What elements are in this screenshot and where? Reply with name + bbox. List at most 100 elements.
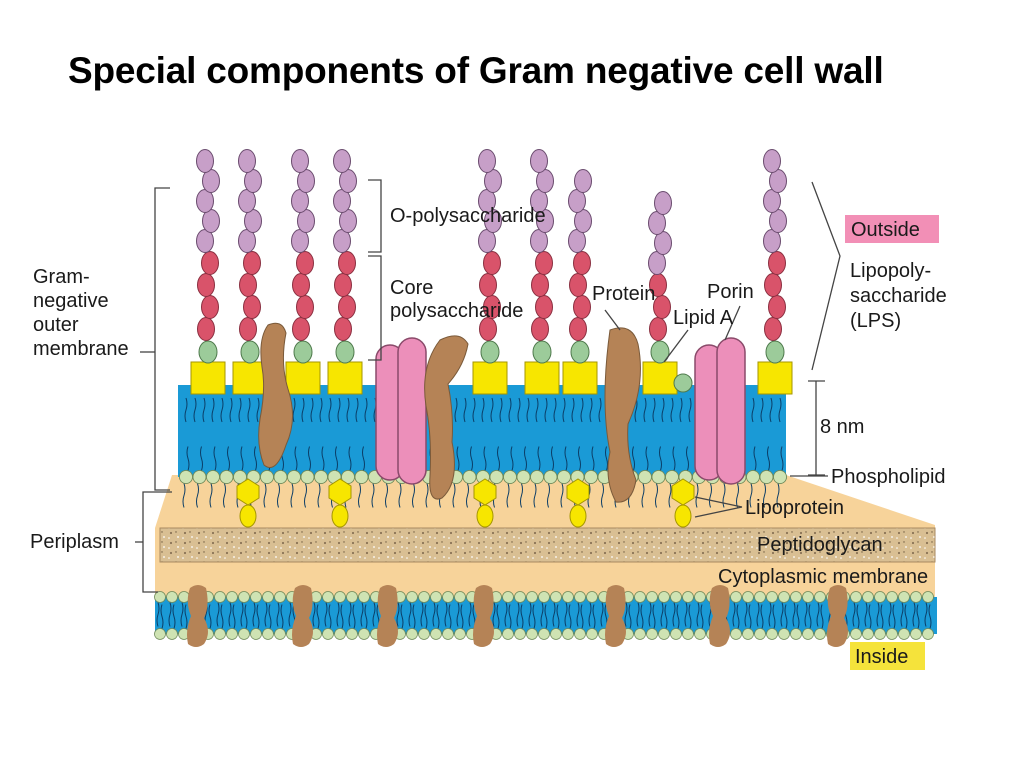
lipid-tail xyxy=(196,483,199,508)
lipid-tail xyxy=(820,604,824,629)
lps-molecule xyxy=(524,149,560,395)
lps-molecule xyxy=(472,149,508,395)
o-polysaccharide-bead xyxy=(196,149,214,173)
lipoprotein xyxy=(473,478,497,528)
lipid-tail xyxy=(655,483,658,508)
label-periplasm: Periplasm xyxy=(30,531,119,553)
phospholipid-head xyxy=(262,591,274,603)
phospholipid-head xyxy=(802,591,814,603)
o-polysaccharide-bead xyxy=(238,149,256,173)
lipid-tail xyxy=(520,604,524,629)
lipid-tail xyxy=(748,604,752,629)
phospholipid-head xyxy=(514,591,526,603)
lipid-tail xyxy=(916,604,920,629)
lipid-tail xyxy=(209,483,213,508)
phospholipid-head xyxy=(557,470,571,484)
lipid-tail xyxy=(732,602,736,627)
phospholipid-head xyxy=(574,628,586,640)
lipid-tail xyxy=(336,602,340,627)
phospholipid-head xyxy=(754,591,766,603)
phospholipid-head xyxy=(502,591,514,603)
lipid-tail xyxy=(736,483,739,508)
phospholipid-head xyxy=(850,628,862,640)
phospholipid-head xyxy=(503,470,517,484)
phospholipid-head xyxy=(406,628,418,640)
lipid-tail xyxy=(348,446,352,471)
phospholipid-head xyxy=(346,591,358,603)
lipid-tail xyxy=(444,602,448,627)
lps-molecule xyxy=(190,149,226,395)
core-bead xyxy=(292,273,310,297)
label-peptidoglycan: Peptidoglycan xyxy=(757,534,883,556)
phospholipid-head xyxy=(574,591,586,603)
lipid-tail xyxy=(904,604,908,629)
lipid-tail xyxy=(560,483,564,508)
core-bead xyxy=(338,295,356,319)
lipid-tail xyxy=(736,604,740,629)
lipid-tail xyxy=(456,602,460,627)
lipid-tail xyxy=(524,446,527,471)
phospholipid-head xyxy=(886,591,898,603)
core-bead xyxy=(239,273,257,297)
lipid-tail xyxy=(686,446,689,471)
lipid-tail xyxy=(643,397,647,423)
phospholipid-head xyxy=(418,591,430,603)
lipid-tail xyxy=(301,397,305,423)
lipid-tail xyxy=(544,604,548,629)
label-lps-2: saccharide xyxy=(850,285,947,307)
lipid-tail xyxy=(182,483,186,508)
lipid-tail xyxy=(263,483,267,508)
core-base-bead xyxy=(650,340,670,364)
phospholipid-head xyxy=(358,591,370,603)
core-bead xyxy=(483,251,501,275)
core-bead xyxy=(243,295,261,319)
lipid-tail xyxy=(184,397,188,423)
phospholipid-head xyxy=(730,591,742,603)
membrane-proteins xyxy=(187,585,848,647)
lipid-tail xyxy=(535,397,539,423)
lipid-tail xyxy=(288,602,292,627)
o-polysaccharide-bead xyxy=(530,149,548,173)
lipid-tail xyxy=(256,397,260,423)
phospholipid-head xyxy=(250,628,262,640)
phospholipid-head xyxy=(778,591,790,603)
phospholipid-head xyxy=(814,591,826,603)
phospholipid-head xyxy=(238,591,250,603)
label-o-polysaccharide: O-polysaccharide xyxy=(390,205,546,227)
lipid-tail xyxy=(722,483,726,508)
lipid-tail xyxy=(193,397,197,423)
lps-molecule xyxy=(562,169,598,395)
lipid-tail xyxy=(537,446,541,471)
lipid-tail xyxy=(772,604,776,629)
lipid-tail xyxy=(756,602,760,627)
phospholipid-head xyxy=(273,470,288,484)
lipid-tail xyxy=(888,602,892,627)
label-lipoprotein: Lipoprotein xyxy=(745,497,844,519)
phospholipid-head xyxy=(790,591,802,603)
phospholipid-head xyxy=(790,628,802,640)
core-bead xyxy=(296,295,314,319)
phospholipid-head xyxy=(358,628,370,640)
lipid-tail xyxy=(310,397,314,423)
phospholipid-head xyxy=(898,591,910,603)
phospholipid-head xyxy=(874,628,886,640)
label-gram-1: Gram- xyxy=(33,266,90,288)
lipid-tail xyxy=(292,397,296,423)
slide-title: Special components of Gram negative cell… xyxy=(68,50,884,91)
lipid-tail xyxy=(591,446,595,471)
lipid-tail xyxy=(892,604,896,629)
phospholipid-head xyxy=(322,591,334,603)
lipid-tail xyxy=(452,483,456,508)
phospholipid-head xyxy=(670,591,682,603)
o-polysaccharide-bead xyxy=(291,149,309,173)
phospholipid-head xyxy=(742,628,754,640)
lipid-tail xyxy=(778,397,782,423)
lipid-tail xyxy=(277,483,280,508)
lipid-tail xyxy=(364,604,368,629)
lipid-tail xyxy=(533,483,537,508)
lipid-tail xyxy=(556,604,560,629)
lipid-tail xyxy=(202,397,206,423)
lipid-tail xyxy=(240,446,244,471)
lipid-tail xyxy=(571,397,575,423)
phospholipid-head xyxy=(665,470,679,484)
